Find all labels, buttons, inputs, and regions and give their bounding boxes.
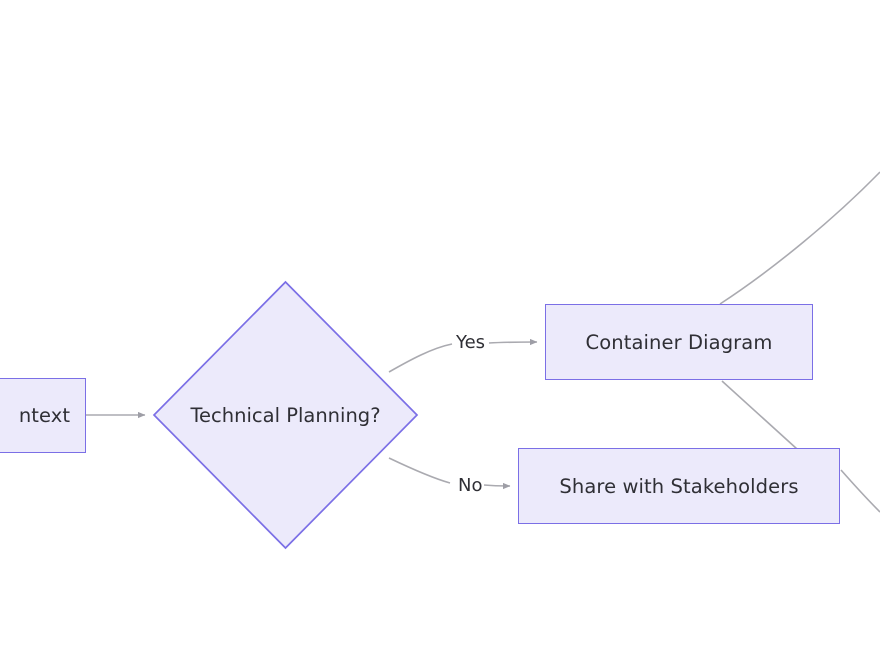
node-container-diagram[interactable]: Container Diagram: [545, 304, 813, 380]
edge-container-offscreen-up: [719, 171, 880, 305]
edge-label-yes: Yes: [454, 332, 488, 353]
node-container-diagram-label: Container Diagram: [585, 330, 773, 354]
edge-planning-to-share: [388, 457, 511, 490]
edge-planning-to-container: [388, 338, 538, 373]
edge-share-offscreen-down: [840, 469, 880, 513]
edge-container-to-share-corner: [721, 380, 798, 450]
node-context[interactable]: ntext: [0, 378, 86, 453]
diamond-shape: [152, 280, 419, 550]
node-share-with-stakeholders-label: Share with Stakeholders: [559, 474, 799, 498]
edge-label-no: No: [456, 475, 485, 496]
node-share-with-stakeholders[interactable]: Share with Stakeholders: [518, 448, 840, 524]
node-context-label: ntext: [18, 404, 71, 427]
node-technical-planning-label: Technical Planning?: [190, 403, 381, 427]
node-technical-planning[interactable]: Technical Planning?: [152, 280, 419, 550]
